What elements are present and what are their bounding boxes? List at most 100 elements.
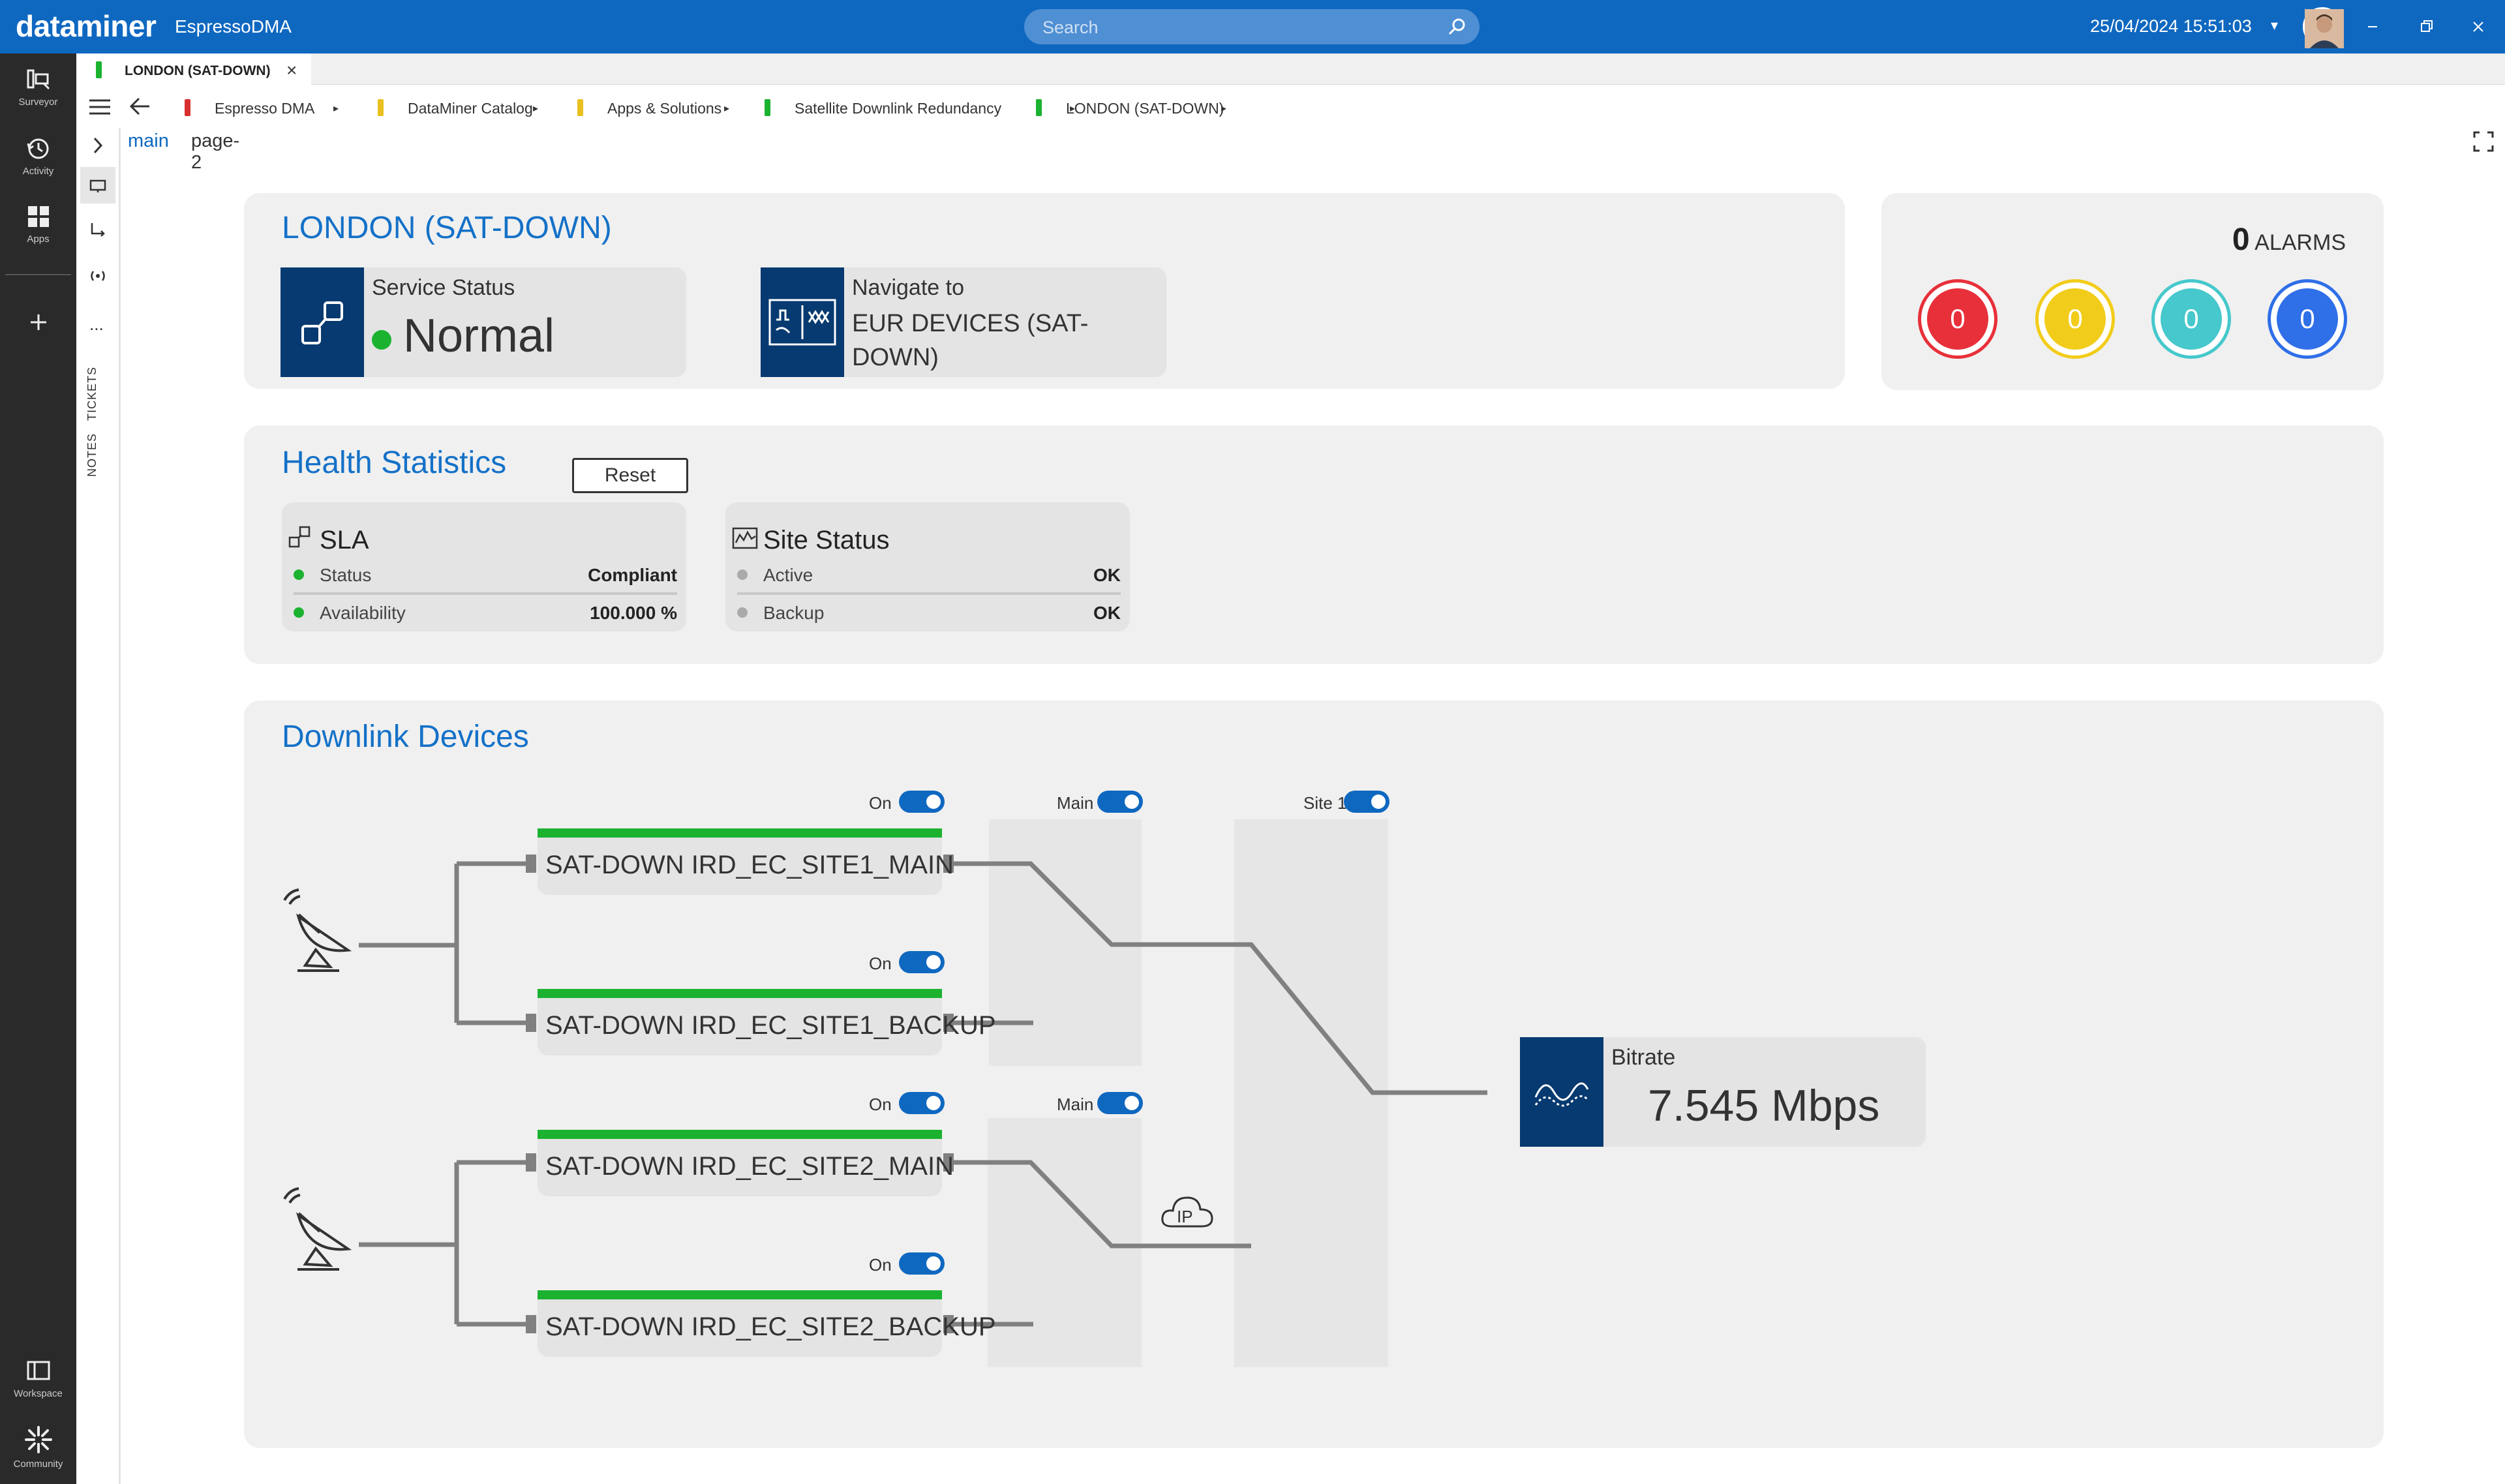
alarm-critical-button[interactable]: 0 xyxy=(1918,279,1997,359)
rail-add[interactable] xyxy=(0,308,76,337)
alarm-minor-button[interactable]: 0 xyxy=(2151,279,2231,359)
chevron-right-icon[interactable]: ▸ xyxy=(1221,103,1227,114)
more-options-icon[interactable]: ... xyxy=(89,314,104,334)
rail-surveyor[interactable]: Surveyor xyxy=(0,65,76,108)
crumb-flag xyxy=(577,99,583,116)
device-site2-main-toggle[interactable] xyxy=(899,1092,945,1114)
device-site1-backup-toggle[interactable] xyxy=(899,951,945,973)
monitor-icon[interactable] xyxy=(83,171,113,201)
site-status-icon xyxy=(732,527,758,549)
back-arrow-icon[interactable] xyxy=(129,95,152,117)
alarm-warning-button[interactable]: 0 xyxy=(2268,279,2347,359)
sla-availability-dot xyxy=(294,607,304,618)
site-status-tile: Site Status Active OK Backup OK xyxy=(725,502,1130,631)
alarm-summary: 0 ALARMS xyxy=(2232,222,2346,258)
chevron-right-icon[interactable]: ▸ xyxy=(724,103,730,114)
connections-icon[interactable] xyxy=(83,215,113,245)
device-toggle-label: On xyxy=(869,954,892,973)
row-divider xyxy=(737,592,1121,595)
site-switch-toggle[interactable] xyxy=(1344,791,1389,813)
site-active-dot xyxy=(737,569,748,580)
alarm-major-count: 0 xyxy=(2044,288,2106,350)
chevron-right-icon[interactable]: ▸ xyxy=(333,103,339,114)
health-title: Health Statistics xyxy=(282,446,507,480)
site-active-value: OK xyxy=(1093,565,1121,585)
top-bar: dataminer EspressoDMA Search 25/04/2024 … xyxy=(0,0,2505,53)
device-site1-main-toggle[interactable] xyxy=(899,791,945,813)
rail-apps[interactable]: Apps xyxy=(0,202,76,245)
alarm-warning-count: 0 xyxy=(2277,288,2338,350)
health-statistics-card: Health Statistics SLA Status Compliant A… xyxy=(244,425,2384,664)
search-box[interactable]: Search xyxy=(1024,9,1480,44)
bitrate-tile: Bitrate 7.545 Mbps xyxy=(1520,1037,1926,1147)
reset-button[interactable]: Reset xyxy=(572,458,688,493)
site-backup-row: Backup OK xyxy=(737,598,1121,630)
device-site1-main[interactable]: SAT-DOWN IRD_EC_SITE1_MAIN xyxy=(538,828,954,895)
close-window-icon[interactable] xyxy=(2463,12,2493,42)
tab-close-icon[interactable]: × xyxy=(286,60,297,80)
device-status-bar xyxy=(538,989,942,998)
alarm-label: ALARMS xyxy=(2254,230,2346,255)
rail-activity[interactable]: Activity xyxy=(0,134,76,177)
tab-page-2[interactable]: page-2 xyxy=(191,130,240,173)
sla-availability-row: Availability 100.000 % xyxy=(294,598,677,630)
side-tool-strip: ... TICKETS NOTES xyxy=(76,128,121,1484)
rail-community[interactable]: Community xyxy=(0,1423,76,1470)
switch1-toggle[interactable] xyxy=(1097,791,1143,813)
selected-tool-bg xyxy=(80,167,115,204)
sla-status-row: Status Compliant xyxy=(294,560,677,592)
apps-icon xyxy=(27,206,49,227)
site-active-label: Active xyxy=(763,565,813,585)
app-rail: Surveyor Activity Apps Workspace xyxy=(0,53,76,1484)
switch2-toggle[interactable] xyxy=(1097,1092,1143,1114)
rail-workspace[interactable]: Workspace xyxy=(0,1357,76,1399)
sla-status-label: Status xyxy=(320,565,372,585)
device-label: SAT-DOWN IRD_EC_SITE2_MAIN xyxy=(545,1152,954,1181)
service-link-icon xyxy=(301,301,343,344)
alarm-count: 0 xyxy=(2232,222,2250,257)
signal-icon[interactable] xyxy=(83,261,113,291)
sla-status-dot xyxy=(294,569,304,580)
site-backup-dot xyxy=(737,607,748,618)
navigate-tile[interactable]: Navigate to EUR DEVICES (SAT- DOWN) xyxy=(761,267,1166,377)
device-toggle-label: On xyxy=(869,793,892,813)
tab-main[interactable]: main xyxy=(128,130,169,151)
device-site1-backup[interactable]: SAT-DOWN IRD_EC_SITE1_BACKUP xyxy=(538,989,996,1055)
search-placeholder: Search xyxy=(1042,18,1099,37)
notes-tab[interactable]: NOTES xyxy=(85,433,99,477)
service-status-tile: Service Status Normal xyxy=(281,267,686,377)
device-label: SAT-DOWN IRD_EC_SITE2_BACKUP xyxy=(545,1312,996,1341)
minimize-icon[interactable] xyxy=(2358,12,2388,42)
site-active-row: Active OK xyxy=(737,560,1121,592)
crumb-flag xyxy=(378,99,384,116)
tab-london-sat-down[interactable]: LONDON (SAT-DOWN) × xyxy=(76,53,311,85)
service-status-value: Normal xyxy=(403,310,555,362)
fullscreen-icon[interactable] xyxy=(2472,130,2495,153)
site-switch-label: Site 1 xyxy=(1303,793,1347,813)
tickets-tab[interactable]: TICKETS xyxy=(85,367,99,421)
dataminer-logo: dataminer xyxy=(16,9,157,43)
user-avatar[interactable] xyxy=(2303,7,2344,48)
rail-apps-label: Apps xyxy=(27,234,50,245)
search-icon[interactable] xyxy=(1447,17,1466,37)
sla-availability-label: Availability xyxy=(320,603,406,623)
device-status-bar xyxy=(538,1290,942,1299)
row-divider xyxy=(294,592,677,595)
navigate-target: EUR DEVICES (SAT- DOWN) xyxy=(852,307,1088,374)
breadcrumb: Espresso DMA ▸ DataMiner Catalog ▸ Apps … xyxy=(76,85,2505,128)
workspace-icon xyxy=(27,1361,50,1380)
satellite-dish-icon xyxy=(283,1187,352,1271)
expand-panel-icon[interactable] xyxy=(83,130,113,160)
device-toggle-label: On xyxy=(869,1095,892,1114)
rail-activity-label: Activity xyxy=(22,166,54,177)
device-site2-backup-toggle[interactable] xyxy=(899,1252,945,1275)
waveform-icon xyxy=(1534,1082,1589,1107)
device-site2-main[interactable]: SAT-DOWN IRD_EC_SITE2_MAIN xyxy=(538,1130,954,1196)
restore-icon[interactable] xyxy=(2412,12,2442,42)
clock-dropdown-icon[interactable]: ▾ xyxy=(2271,17,2279,33)
alarm-major-button[interactable]: 0 xyxy=(2035,279,2115,359)
device-site2-backup[interactable]: SAT-DOWN IRD_EC_SITE2_BACKUP xyxy=(538,1290,996,1357)
menu-icon[interactable] xyxy=(88,98,112,116)
chevron-right-icon[interactable]: ▸ xyxy=(1070,103,1076,114)
chevron-right-icon[interactable]: ▸ xyxy=(533,103,539,114)
